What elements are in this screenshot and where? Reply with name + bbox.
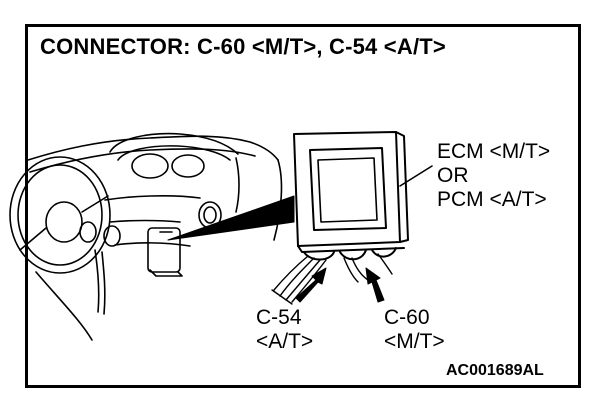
module-label-ecm: ECM <M/T> (437, 140, 551, 163)
c54-connector-label: C-54 (256, 306, 302, 329)
c60-arrow (365, 267, 385, 303)
wire-harness (271, 253, 393, 305)
module-leader-line (399, 165, 433, 187)
c60-transmission-label: <M/T> (384, 330, 445, 353)
diagram-title: CONNECTOR: C-60 <M/T>, C-54 <A/T> (40, 34, 446, 59)
c54-transmission-label: <A/T> (256, 330, 314, 353)
c60-connector-label: C-60 (384, 306, 430, 329)
c54-arrow (295, 267, 327, 303)
dashboard-illustration (9, 132, 283, 341)
module-label-or: OR (437, 164, 469, 187)
connector-arrows (295, 267, 385, 303)
callout-wedge (167, 195, 295, 241)
figure-code: AC001689AL (446, 362, 544, 379)
module-label-pcm: PCM <A/T> (437, 188, 547, 211)
ecm-pcm-module (293, 131, 409, 261)
